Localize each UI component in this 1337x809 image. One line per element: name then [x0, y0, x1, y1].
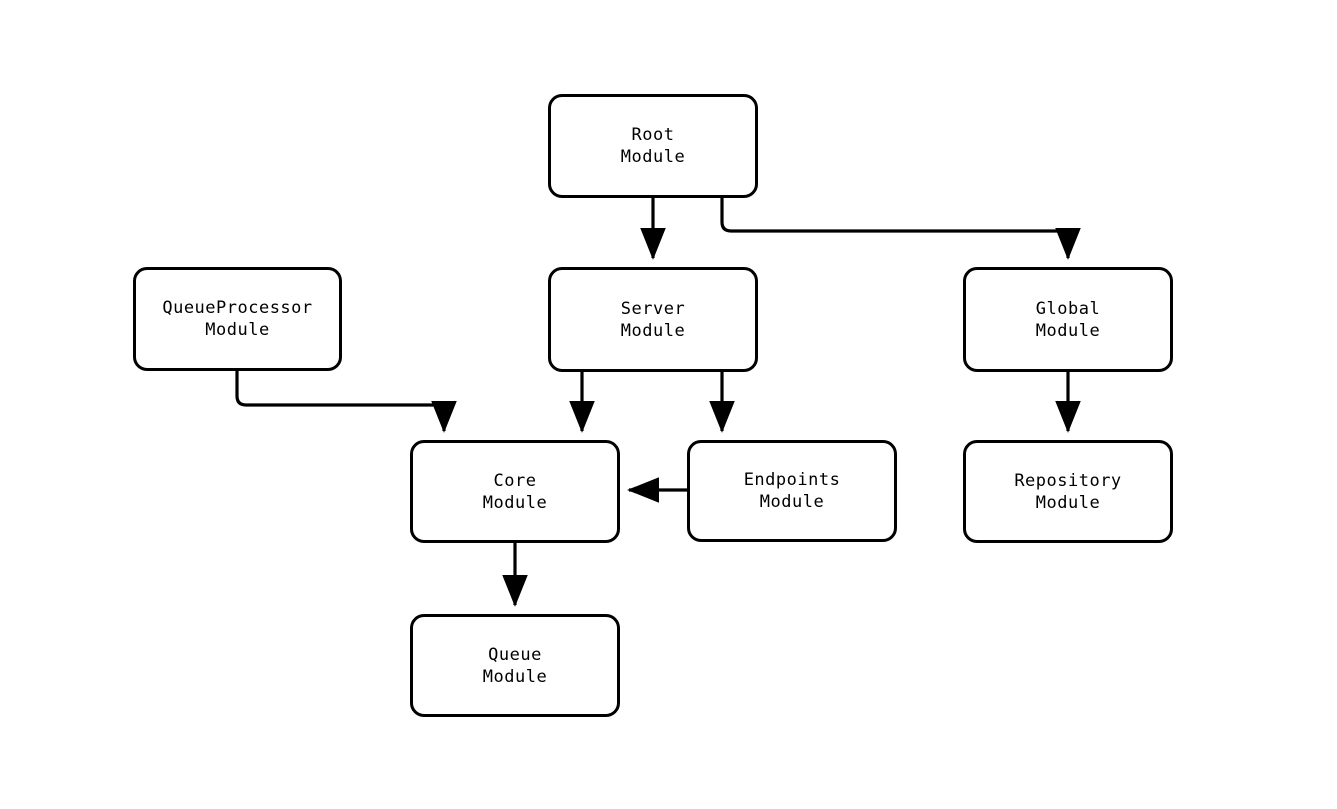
node-repository-module-line2: Module: [1035, 492, 1101, 513]
node-queueprocessor-module-line2: Module: [205, 320, 270, 340]
node-core-module-line2: Module: [482, 492, 548, 513]
node-root-module-line2: Module: [620, 147, 686, 167]
node-queue-module[interactable]: Queue Module: [410, 614, 620, 717]
node-server-module-line2: Module: [620, 320, 686, 341]
node-global-module-line2: Module: [1035, 320, 1101, 341]
node-queueprocessor-module-line1: QueueProcessor: [162, 298, 313, 318]
node-endpoints-module-line1: Endpoints: [743, 470, 841, 490]
node-endpoints-module-line2: Module: [759, 492, 825, 512]
node-server-module[interactable]: Server Module: [548, 267, 758, 372]
node-root-module-line1: Root: [631, 125, 675, 145]
node-global-module-line1: Global: [1035, 298, 1101, 319]
edge-root-to-global: [720, 198, 1081, 260]
node-core-module-line1: Core: [493, 470, 537, 491]
node-queue-module-line1: Queue: [488, 644, 542, 665]
node-queueprocessor-module[interactable]: QueueProcessor Module: [133, 267, 342, 371]
node-repository-module[interactable]: Repository Module: [963, 440, 1173, 543]
node-root-module[interactable]: Root Module: [548, 94, 758, 198]
node-global-module[interactable]: Global Module: [963, 267, 1173, 372]
node-core-module[interactable]: Core Module: [410, 440, 620, 543]
node-repository-module-line1: Repository: [1014, 470, 1122, 491]
edge-queueprocessor-to-core: [235, 371, 457, 433]
node-queue-module-line2: Module: [482, 666, 548, 687]
node-server-module-line1: Server: [620, 298, 686, 319]
node-endpoints-module[interactable]: Endpoints Module: [687, 440, 897, 542]
